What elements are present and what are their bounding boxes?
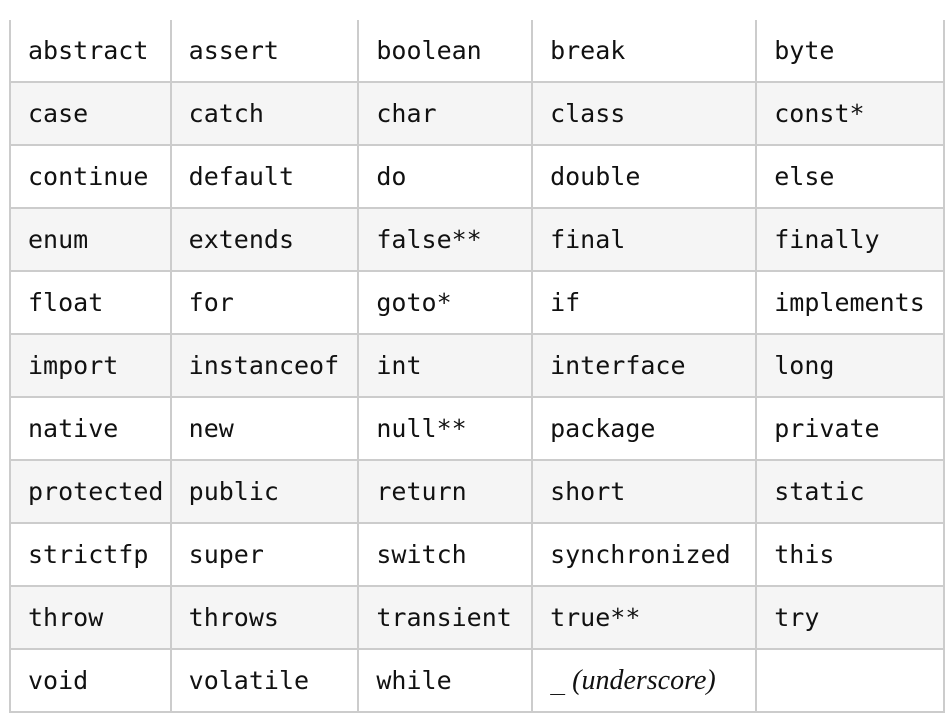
keyword-cell: for xyxy=(169,270,360,335)
keyword-cell: void xyxy=(9,648,172,713)
keyword-cell: public xyxy=(169,459,360,524)
keyword-cell: byte xyxy=(755,20,945,83)
keyword-cell: implements xyxy=(755,270,945,335)
keyword-cell: break xyxy=(531,20,758,83)
keyword-cell: else xyxy=(755,144,945,209)
keyword-cell: float xyxy=(9,270,172,335)
keyword-cell: switch xyxy=(357,522,534,587)
keyword-cell: continue xyxy=(9,144,172,209)
keyword-cell: if xyxy=(531,270,758,335)
keyword-cell: const* xyxy=(755,81,945,146)
keyword-cell: double xyxy=(531,144,758,209)
keyword-cell: return xyxy=(357,459,534,524)
keyword-cell: throws xyxy=(169,585,360,650)
keyword-cell: int xyxy=(357,333,534,398)
keyword-cell: new xyxy=(169,396,360,461)
keyword-cell: volatile xyxy=(169,648,360,713)
keyword-cell: false** xyxy=(357,207,534,272)
empty-cell xyxy=(755,648,945,713)
keyword-cell: throw xyxy=(9,585,172,650)
keyword-cell: boolean xyxy=(357,20,534,83)
keyword-cell: this xyxy=(755,522,945,587)
keyword-cell: protected xyxy=(9,459,172,524)
keyword-cell: true** xyxy=(531,585,758,650)
keyword-cell-underscore: _ (underscore) xyxy=(531,648,758,713)
keyword-cell: transient xyxy=(357,585,534,650)
keyword-cell: try xyxy=(755,585,945,650)
keyword-cell: catch xyxy=(169,81,360,146)
keyword-cell: short xyxy=(531,459,758,524)
keyword-cell: super xyxy=(169,522,360,587)
keyword-cell: long xyxy=(755,333,945,398)
keyword-cell: goto* xyxy=(357,270,534,335)
keyword-cell: case xyxy=(9,81,172,146)
keyword-cell: strictfp xyxy=(9,522,172,587)
keyword-cell: default xyxy=(169,144,360,209)
keyword-cell: class xyxy=(531,81,758,146)
keyword-cell: assert xyxy=(169,20,360,83)
keyword-cell: null** xyxy=(357,396,534,461)
keyword-cell: interface xyxy=(531,333,758,398)
keyword-cell: char xyxy=(357,81,534,146)
keyword-cell: enum xyxy=(9,207,172,272)
keyword-cell: final xyxy=(531,207,758,272)
keyword-cell: abstract xyxy=(9,20,172,83)
keyword-cell: static xyxy=(755,459,945,524)
keyword-cell: while xyxy=(357,648,534,713)
keyword-cell: native xyxy=(9,396,172,461)
keyword-cell: package xyxy=(531,396,758,461)
keyword-cell: private xyxy=(755,396,945,461)
keyword-cell: synchronized xyxy=(531,522,758,587)
underscore-note: (underscore) xyxy=(565,664,716,696)
keyword-cell: extends xyxy=(169,207,360,272)
keyword-cell: finally xyxy=(755,207,945,272)
keyword-cell: instanceof xyxy=(169,333,360,398)
keyword-cell: import xyxy=(9,333,172,398)
keyword-cell: do xyxy=(357,144,534,209)
underscore-glyph: _ xyxy=(550,665,566,695)
